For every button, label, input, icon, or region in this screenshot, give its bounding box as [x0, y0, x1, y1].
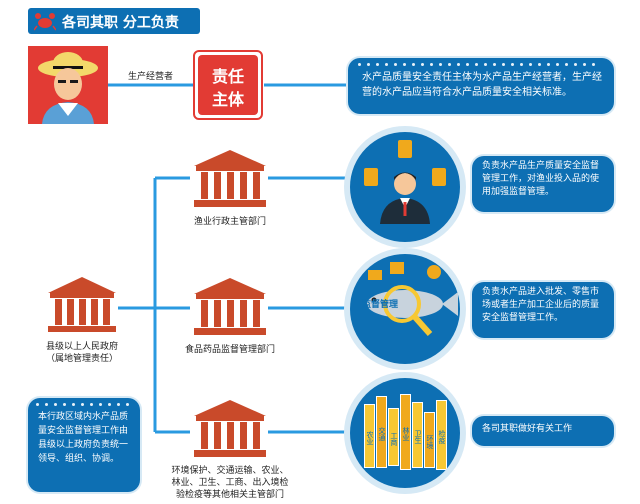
dept-3-building-icon [192, 398, 268, 460]
responsibility-badge: 责任 主体 [193, 50, 263, 120]
department-tiles: 农业交通工商林业卫生环境检疫 [364, 392, 448, 474]
right-panel-3: 各司其职做好有关工作 [472, 416, 614, 446]
dept-1-building-icon [192, 148, 268, 210]
dept-3-label-line3: 验检疫等其他相关主管部门 [175, 490, 284, 500]
left-panel: 本行政区域内水产品质量安全监督管理工作由县级以上政府负责统一领导、组织、协调。 [28, 398, 140, 492]
fish-magnifier-icon [367, 262, 458, 336]
gov-label-line1: 县级以上人民政府 [45, 342, 118, 352]
page-title: 各司其职 分工负责 [62, 15, 179, 31]
fish-tag: 监督管理 [362, 300, 399, 310]
header-ribbon: 各司其职 分工负责 [28, 8, 200, 34]
department-tile: 环境 [424, 412, 435, 468]
producer-avatar [28, 46, 108, 124]
circle-2: 监督管理 [350, 254, 460, 364]
right-panel-1: 负责水产品生产质量安全监督管理工作，对渔业投入品的使用加强监督管理。 [472, 156, 614, 212]
right-panel-2: 负责水产品进入批发、零售市场或者生产加工企业后的质量安全监督管理工作。 [472, 282, 614, 338]
badge-line2: 主体 [211, 90, 244, 109]
right-panel-2-text: 负责水产品进入批发、零售市场或者生产加工企业后的质量安全监督管理工作。 [482, 287, 600, 323]
crab-icon [34, 11, 56, 31]
top-panel-text: 水产品质量安全责任主体为水产品生产经营者，生产经营的水产品应当符合水产品质量安全… [362, 72, 602, 98]
department-tile: 检疫 [436, 400, 447, 470]
circle-1 [350, 132, 460, 242]
dept-2-label: 食品药品监督管理部门 [184, 345, 275, 355]
department-tile: 交通 [376, 396, 387, 468]
department-tile: 工商 [388, 408, 399, 466]
right-panel-3-text: 各司其职做好有关工作 [482, 424, 573, 434]
top-panel: 水产品质量安全责任主体为水产品生产经营者，生产经营的水产品应当符合水产品质量安全… [348, 58, 614, 114]
businessman-icon [364, 140, 446, 224]
dept-3-label-line1: 环境保护、交通运输、农业、 [171, 466, 289, 476]
badge-line1: 责任 [211, 67, 244, 86]
gov-label-line2: （属地管理责任） [45, 354, 118, 364]
circle-3: 农业交通工商林业卫生环境检疫 [350, 378, 460, 488]
right-panel-1-text: 负责水产品生产质量安全监督管理工作，对渔业投入品的使用加强监督管理。 [482, 161, 600, 197]
badge-inner: 责任 主体 [198, 55, 258, 115]
dept-1-label: 渔业行政主管部门 [193, 217, 266, 227]
producer-label: 生产经营者 [128, 72, 174, 82]
farmer-icon [38, 52, 98, 124]
department-tile: 农业 [364, 404, 375, 468]
department-tile: 林业 [400, 394, 411, 470]
dept-3-label-line2: 林业、卫生、工商、出入境检 [171, 478, 289, 488]
dept-2-building-icon [192, 276, 268, 338]
department-tile: 卫生 [412, 402, 423, 468]
left-panel-text: 本行政区域内水产品质量安全监督管理工作由县级以上政府负责统一领导、组织、协调。 [38, 412, 129, 464]
gov-building-icon [46, 275, 118, 335]
